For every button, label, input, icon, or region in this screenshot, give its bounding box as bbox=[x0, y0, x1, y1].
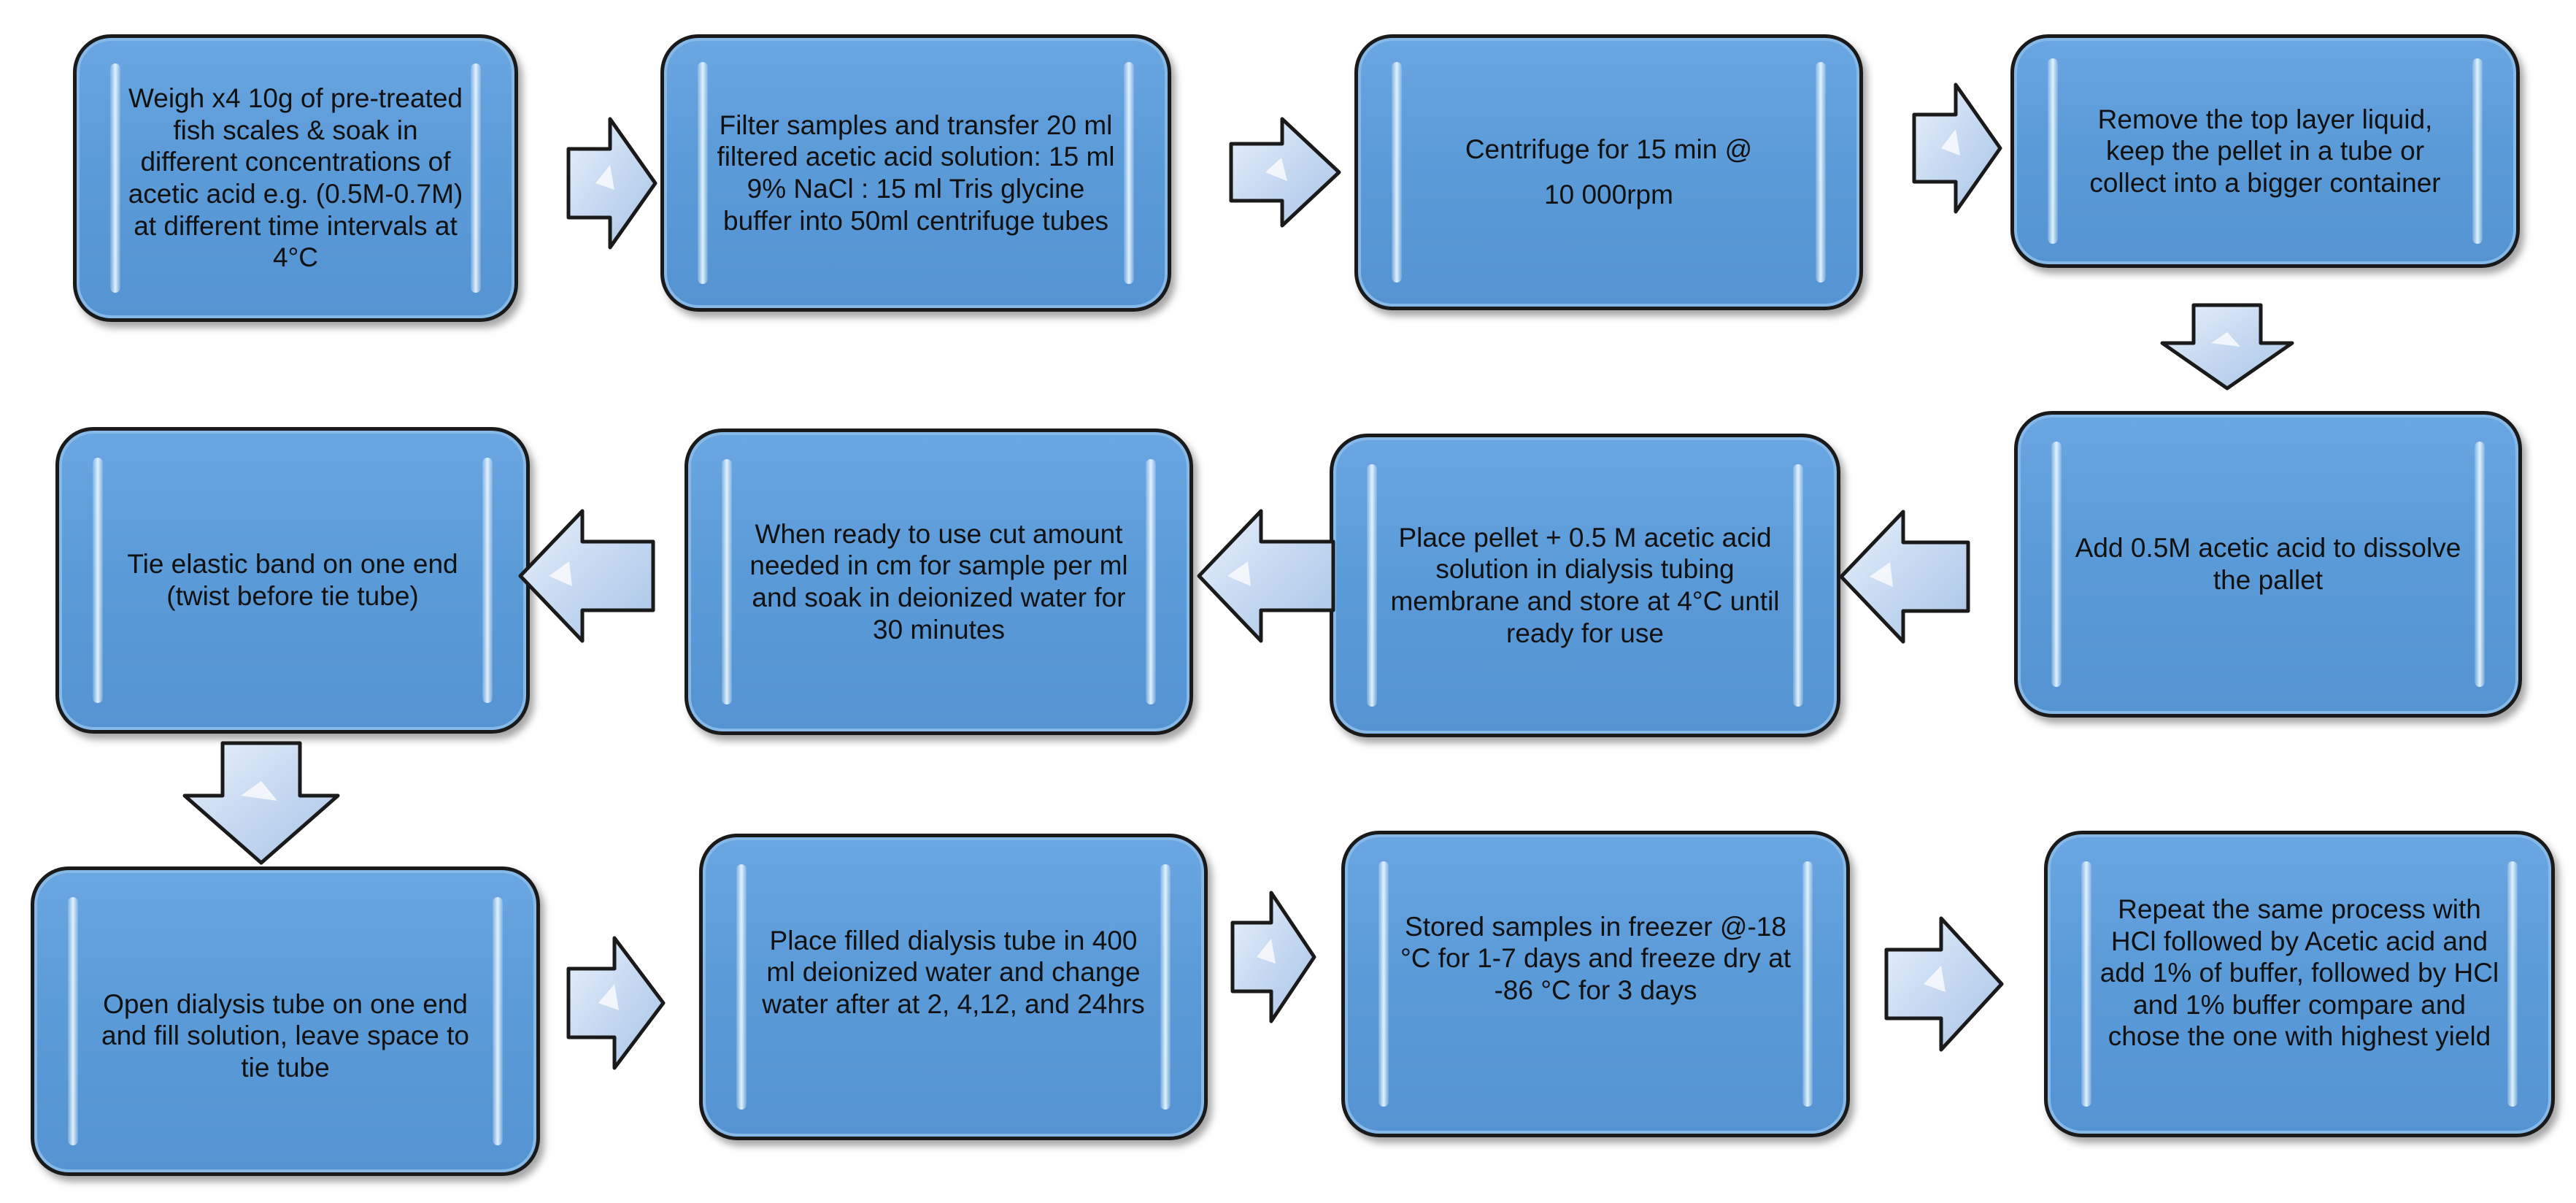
step-place-pellet-text: Place pellet + 0.5 M acetic acid solutio… bbox=[1390, 522, 1780, 648]
step-place-pellet: Place pellet + 0.5 M acetic acid solutio… bbox=[1330, 434, 1840, 737]
step-remove-text: Remove the top layer liquid, keep the pe… bbox=[2089, 104, 2441, 198]
left-arrow-icon bbox=[1839, 510, 1970, 644]
right-arrow-icon bbox=[1912, 82, 2002, 214]
step-add-acid-text: Add 0.5M acetic acid to dissolve the pal… bbox=[2075, 533, 2461, 595]
step-centrifuge-speed-text: 10 000rpm bbox=[1544, 180, 1673, 210]
left-arrow-icon bbox=[1197, 509, 1335, 643]
step-add-acetic-acid: Add 0.5M acetic acid to dissolve the pal… bbox=[2014, 411, 2522, 718]
right-arrow-icon bbox=[1230, 891, 1316, 1023]
step-repeat-process: Repeat the same process with HCl followe… bbox=[2044, 831, 2555, 1137]
step-cut-tubing: When ready to use cut amount needed in c… bbox=[685, 428, 1193, 735]
down-arrow-icon bbox=[2160, 303, 2294, 391]
step-place-tube-text: Place filled dialysis tube in 400 ml dei… bbox=[762, 925, 1145, 1019]
right-arrow-icon bbox=[1229, 117, 1341, 228]
step-filter-text: Filter samples and transfer 20 ml filter… bbox=[717, 109, 1115, 236]
down-arrow-icon bbox=[182, 741, 340, 865]
step-weigh-fish-scales: Weigh x4 10g of pre-treated fish scales … bbox=[73, 34, 518, 322]
step-open-text: Open dialysis tube on one end and fill s… bbox=[101, 988, 469, 1083]
step-weigh-text: Weigh x4 10g of pre-treated fish scales … bbox=[128, 83, 463, 273]
right-arrow-icon bbox=[566, 936, 666, 1070]
right-arrow-icon bbox=[1884, 916, 2004, 1052]
step-tie-text: Tie elastic band on one end (twist befor… bbox=[127, 549, 458, 611]
step-centrifuge: Centrifuge for 15 min @ 10 000rpm bbox=[1354, 34, 1863, 310]
step-repeat-text: Repeat the same process with HCl followe… bbox=[2099, 893, 2499, 1052]
step-store-text: Stored samples in freezer @-18 °C for 1-… bbox=[1400, 911, 1792, 1005]
step-tie-elastic: Tie elastic band on one end (twist befor… bbox=[55, 427, 530, 734]
step-filter-samples: Filter samples and transfer 20 ml filter… bbox=[660, 34, 1171, 312]
step-open-dialysis: Open dialysis tube on one end and fill s… bbox=[31, 866, 540, 1176]
right-arrow-icon bbox=[566, 117, 658, 250]
step-centrifuge-text: Centrifuge for 15 min @ bbox=[1465, 134, 1753, 165]
step-cut-text: When ready to use cut amount needed in c… bbox=[749, 518, 1128, 645]
step-store-freezer: Stored samples in freezer @-18 °C for 1-… bbox=[1341, 831, 1850, 1137]
step-place-filled-tube: Place filled dialysis tube in 400 ml dei… bbox=[699, 834, 1208, 1140]
left-arrow-icon bbox=[518, 509, 655, 643]
step-remove-liquid: Remove the top layer liquid, keep the pe… bbox=[2010, 34, 2520, 268]
